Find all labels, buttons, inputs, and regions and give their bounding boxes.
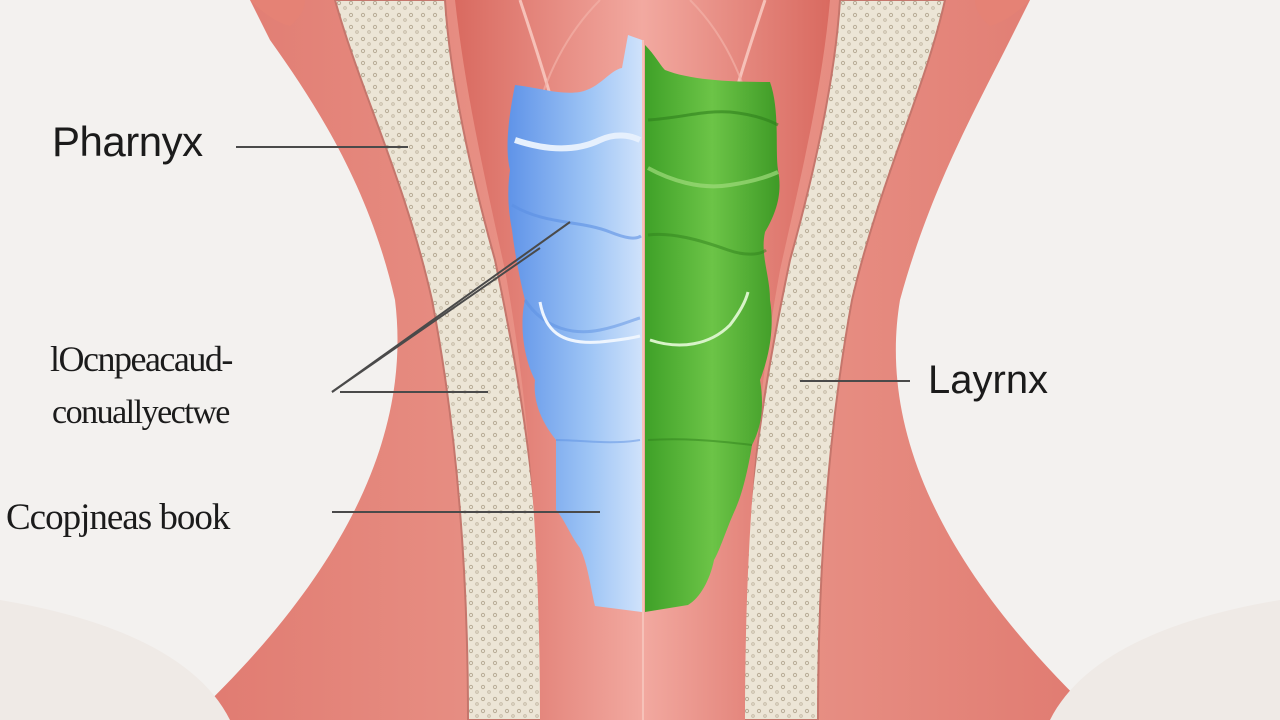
larynx-label: Layrnx — [928, 358, 1049, 402]
leader-lines — [236, 146, 910, 513]
lower-label: Ccopjneas book — [6, 497, 230, 538]
mid-leader-c — [331, 247, 541, 393]
right-structure-green — [645, 45, 780, 612]
pharynx-label: Pharnyx — [52, 118, 203, 165]
right-cartilage-band — [738, 0, 947, 720]
mid-label-line2: conuallyectwe — [52, 394, 230, 431]
mid-label-line1: lOcnpeacaud- — [50, 339, 233, 379]
left-cartilage-band — [333, 0, 547, 720]
left-structure-blue — [507, 35, 642, 612]
